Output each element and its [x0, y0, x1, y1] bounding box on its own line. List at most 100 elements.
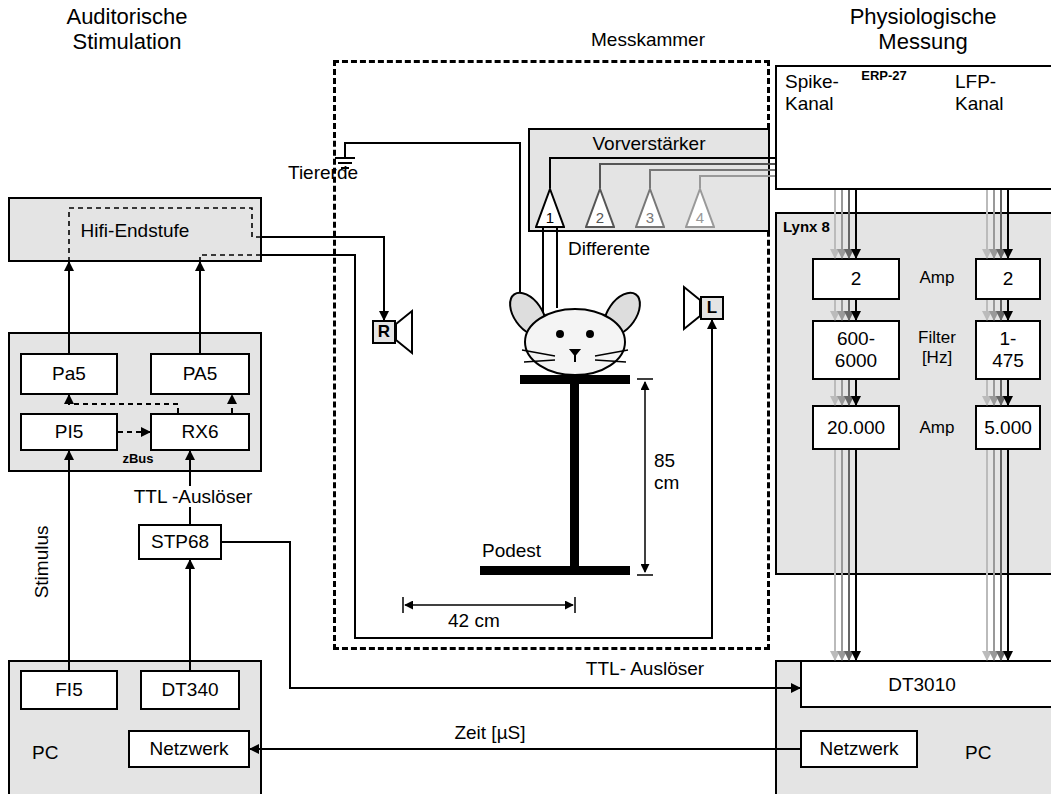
device-box: 5.000	[975, 405, 1041, 450]
connector-arrow	[1007, 300, 1009, 320]
device-box: L	[700, 296, 724, 320]
device-box: FI5	[20, 670, 118, 710]
box-label: Pa5	[52, 363, 86, 385]
box-label: STP68	[151, 531, 209, 553]
device-box: PI5	[20, 413, 118, 451]
annotation-label: Auditorische Stimulation	[12, 4, 242, 55]
device-box: 600-6000	[812, 320, 900, 380]
connector-arrow	[68, 451, 70, 670]
annotation-label: Filter [Hz]	[902, 328, 972, 367]
box-label: FI5	[55, 679, 82, 701]
signal-strand	[1000, 300, 1002, 320]
device-box: Netzwerk	[800, 730, 918, 768]
annotation-label: Amp	[902, 418, 972, 438]
device-box: Pa5	[20, 353, 118, 395]
signal-strand	[993, 380, 995, 405]
signal-strand	[986, 450, 988, 660]
signal-strand	[834, 450, 836, 660]
channel-number: 4	[696, 209, 704, 226]
channel-number: 1	[546, 209, 554, 226]
connector-arrow	[1007, 380, 1009, 405]
amplifier-triangle: 1	[535, 188, 565, 228]
box-label: 2	[1003, 268, 1014, 290]
connector-arrow	[1007, 190, 1009, 258]
channel-number: 3	[646, 209, 654, 226]
signal-strand	[848, 190, 850, 258]
signal-strand	[986, 190, 988, 258]
connector-arrow	[855, 380, 857, 405]
device-box: Lynx 8 2 2 600-6000 1-475 20.000 5.000	[775, 212, 1051, 575]
amplifier-triangle: 4	[685, 188, 715, 228]
signal-strand	[1000, 450, 1002, 660]
device-box: 20.000	[812, 405, 900, 450]
signal-strand	[834, 380, 836, 405]
device-box: Netzwerk	[128, 730, 250, 768]
connector-arrow	[855, 300, 857, 320]
signal-strand	[993, 300, 995, 320]
label-patch: Zeit [µS]	[451, 722, 528, 743]
box-label: Lynx 8	[783, 218, 853, 235]
box-label: zBus	[108, 452, 168, 467]
connector-arrow	[855, 450, 857, 660]
signal-strand	[841, 190, 843, 258]
dimension-line	[403, 379, 653, 613]
device-box: DT340	[140, 670, 240, 710]
connector-arrow	[199, 262, 201, 353]
label-patch: TTL -Auslöser	[131, 486, 256, 507]
device-box: R	[372, 320, 396, 344]
annotation-label: Podest	[482, 540, 562, 562]
annotation-label: Physiologische Messung	[808, 4, 1038, 55]
annotation-label: 42 cm	[448, 610, 538, 632]
box-label: PI5	[55, 421, 84, 443]
signal-strand	[841, 450, 843, 660]
signal-label: TTL- Auslöser	[560, 658, 730, 680]
box-label: Hifi-Endstufe	[10, 220, 260, 242]
connector-arrow	[189, 560, 191, 670]
signal-strand	[834, 300, 836, 320]
box-label: R	[378, 322, 390, 342]
box-label: PC	[965, 742, 1015, 764]
box-label: L	[707, 298, 717, 318]
platform	[480, 375, 630, 575]
signal-label: Stimulus	[31, 512, 53, 612]
device-box: 2	[975, 258, 1041, 300]
annotation-label: Amp	[902, 268, 972, 288]
device-box: 1-475	[975, 320, 1041, 380]
channel-number: 2	[596, 209, 604, 226]
device-box: PCDT3010Netzwerk	[775, 660, 1051, 794]
device-box: RX6	[150, 413, 250, 451]
box-label: 5.000	[984, 417, 1032, 439]
box-label: Netzwerk	[819, 738, 898, 760]
signal-strand	[993, 450, 995, 660]
signal-strand	[841, 300, 843, 320]
device-box: ERP-27Spike-KanalLFP-Kanal	[775, 65, 1051, 190]
connector-arrow	[1007, 450, 1009, 660]
amplifier-triangle: 3	[635, 188, 665, 228]
label-patch: Stimulus	[31, 523, 52, 602]
box-label: RX6	[182, 421, 219, 443]
box-label: Messkammer	[573, 29, 723, 51]
signal-strand	[834, 190, 836, 258]
box-label: PA5	[183, 363, 218, 385]
signal-label: TTL -Auslöser	[118, 486, 268, 508]
box-label: Spike-Kanal	[785, 71, 857, 115]
device-box: 2	[812, 258, 900, 300]
annotation-label: Tiererde	[288, 162, 368, 184]
box-label: 20.000	[827, 417, 885, 439]
box-label: 1-475	[992, 328, 1024, 372]
box-label: DT340	[161, 679, 218, 701]
signal-strand	[986, 300, 988, 320]
device-box: PCFI5DT340Netzwerk	[8, 660, 262, 794]
device-box: Hifi-Endstufe	[8, 197, 262, 262]
box-label: 600-6000	[830, 328, 882, 372]
box-label: 2	[851, 268, 862, 290]
device-box: zBus Pa5 PA5PI5 RX6	[8, 332, 262, 472]
signal-strand	[841, 380, 843, 405]
connector-arrow	[250, 748, 800, 750]
label-patch: TTL- Auslöser	[583, 658, 707, 679]
annotation-label: 85 cm	[654, 450, 690, 494]
device-box: PA5	[150, 353, 250, 395]
signal-strand	[848, 380, 850, 405]
signal-strand	[848, 300, 850, 320]
signal-strand	[1000, 380, 1002, 405]
